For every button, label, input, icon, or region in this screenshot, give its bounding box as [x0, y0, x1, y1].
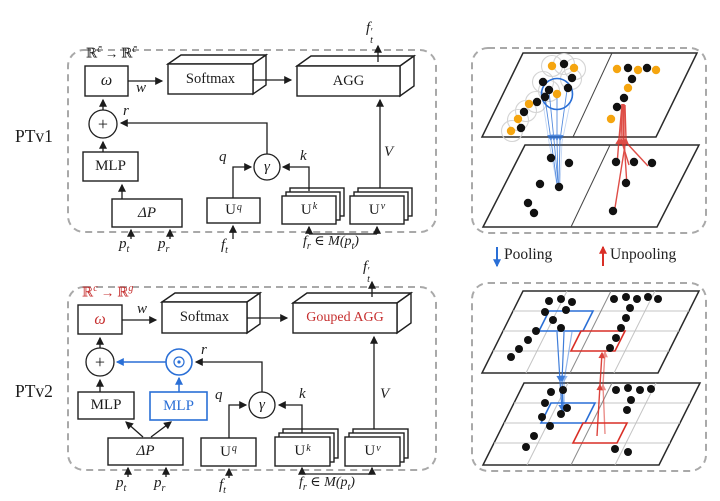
ptv1-ft-label: ft [221, 237, 228, 256]
ptv1-mlp-box-label: MLP [95, 158, 126, 174]
ptv2-w-label: w [137, 301, 148, 317]
ptv2-ft-label: ft [219, 477, 226, 496]
ptv1-output-feature-label: f′t [366, 20, 373, 46]
ptv1-shapes [82, 53, 417, 228]
unpooling-legend-label: Unpooling [610, 246, 677, 263]
ptv1-fr-label: fr ∈ M(pt) [303, 234, 359, 252]
grid-coarse-points [522, 384, 655, 456]
pooling-illustration [480, 52, 701, 228]
pooling-lines [542, 89, 572, 186]
ptv1-gamma-node-label: γ [264, 158, 270, 175]
ptv2-r-label: r [201, 342, 207, 358]
ptv1-r-label: r [123, 103, 129, 119]
ptv2-v-label: V [380, 386, 390, 402]
ptv1-v-label: V [384, 144, 394, 160]
ptv2-grouped-agg-box-label: Gouped AGG [306, 310, 384, 325]
coarse-red-cell [571, 422, 629, 444]
ptv1-omega-box-label: ω [100, 72, 113, 89]
ptv2-gamma-node-label: γ [259, 396, 265, 413]
ptv1-add-node-label: + [97, 114, 109, 134]
panel-borders [67, 47, 707, 472]
ptv1-omega-mapping: ℝc̄→ℝc̄ [86, 44, 137, 61]
grid-pooling-illustration [480, 290, 702, 466]
ptv2-mlp-blue-box [149, 391, 208, 421]
grid-fine-points [507, 293, 662, 361]
ptv2-deltap-box-label: ΔP [136, 443, 155, 459]
ptv2-output-feature-label: f′t [363, 259, 370, 285]
ptv1-softmax-box-label: Softmax [185, 70, 236, 87]
ptv2-pt-label: pt [116, 475, 127, 494]
ptv2-fr-label: fr ∈ M(pt) [299, 475, 355, 493]
ptv2-add-node-label: + [94, 352, 106, 372]
ptv1-pr-label: pr [158, 236, 170, 255]
ptv2-softmax-box-label: Softmax [179, 309, 230, 326]
ptv2-omega-box-label: ω [94, 310, 106, 328]
ptv2-k-label: k [299, 386, 306, 402]
ptv2-omega-mapping: ℝc→ℝg [82, 283, 134, 300]
ptv2-grouped-mlp-box-label: MLP [163, 397, 194, 414]
unpooling-lines [613, 103, 649, 215]
ptv2-pr-label: pr [154, 475, 166, 494]
ptv1-arrows [99, 44, 384, 239]
ptv1-w-label: w [136, 80, 147, 96]
ptv1-title: PTv1 [15, 126, 53, 146]
fine-red-cell [569, 330, 627, 352]
ptv1-agg-box-label: AGG [332, 72, 365, 89]
grid-pooling-lines [556, 331, 573, 413]
ptv2-mlp-box-label: MLP [90, 397, 122, 413]
ptv2-title: PTv2 [15, 381, 53, 401]
ptv1-k-label: k [300, 148, 307, 164]
coarse-level-points [523, 153, 657, 218]
ptv2-blue-arrows [115, 358, 183, 392]
ptv1-pt-label: pt [119, 236, 130, 255]
fine-level-points [506, 59, 661, 136]
ptv2-arrows [96, 280, 378, 478]
dot-product-node [165, 348, 193, 376]
ptv1-deltap-box-label: ΔP [138, 204, 156, 221]
pooling-legend-label: Pooling [504, 246, 553, 263]
ptv2-shapes [77, 291, 414, 467]
ptv2-q-label: q [215, 387, 223, 403]
ptv1-q-label: q [219, 149, 227, 165]
grid-unpooling-lines [596, 350, 608, 437]
